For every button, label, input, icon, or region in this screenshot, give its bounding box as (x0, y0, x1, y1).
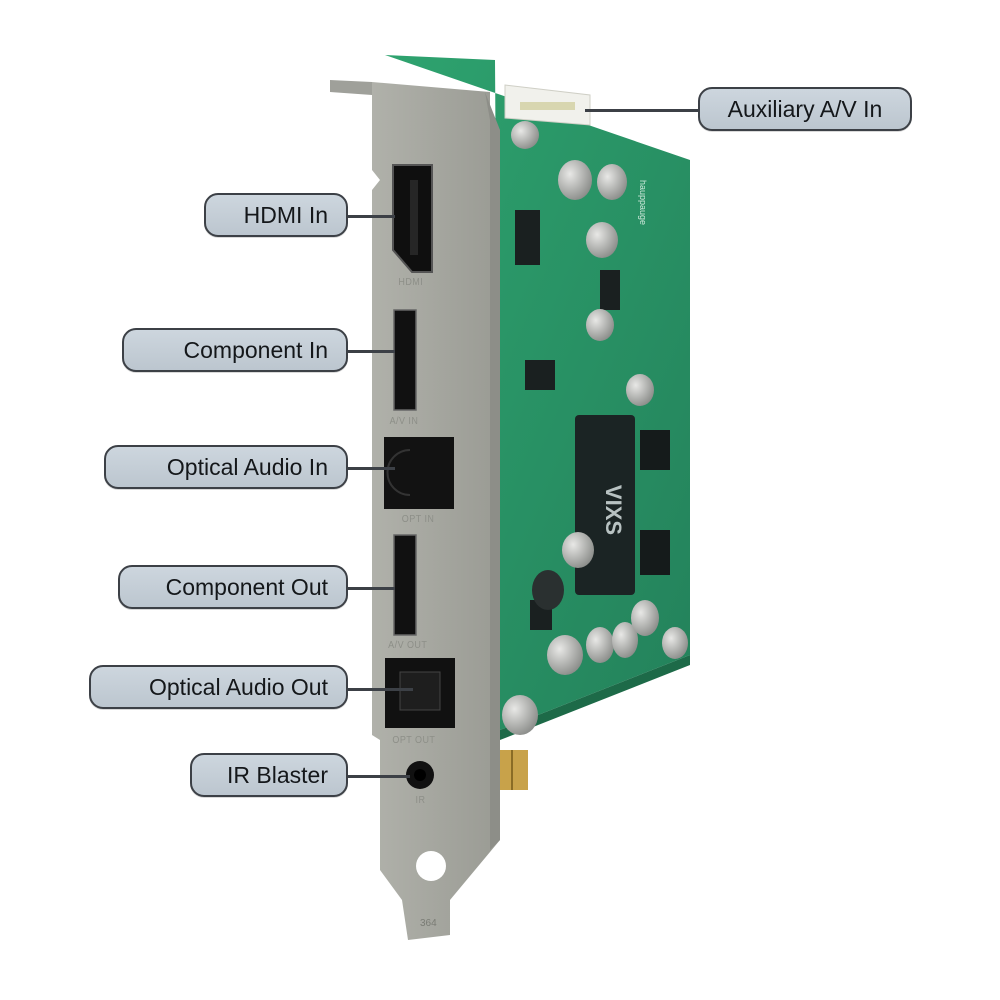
svg-text:hauppauge: hauppauge (638, 180, 648, 225)
pcb-board: VIXS (385, 55, 690, 790)
leader-hdmi-in (345, 215, 395, 218)
io-bracket (330, 80, 500, 940)
callout-ir-blaster: IR Blaster (190, 753, 348, 797)
leader-component-out (345, 587, 395, 590)
callout-component-in: Component In (122, 328, 348, 372)
callout-component-out: Component Out (118, 565, 348, 609)
bracket-number: 364 (420, 918, 437, 929)
port-marking-av-in: A/V IN (389, 416, 419, 427)
callout-optical-audio-out: Optical Audio Out (89, 665, 348, 709)
callout-hdmi-in: HDMI In (204, 193, 348, 237)
callout-auxiliary-av-in: Auxiliary A/V In (698, 87, 912, 131)
port-marking-av-out: A/V OUT (388, 640, 428, 651)
leader-ir-blaster (345, 775, 410, 778)
port-marking-opt-out: OPT OUT (392, 735, 436, 746)
leader-optical-audio-in (345, 467, 395, 470)
port-marking-ir: IR (415, 795, 426, 806)
svg-text:VIXS: VIXS (601, 485, 626, 535)
leader-aux-av-in (585, 109, 700, 112)
callout-optical-audio-in: Optical Audio In (104, 445, 348, 489)
port-marking-opt-in: OPT IN (401, 514, 435, 525)
port-marking-hdmi: HDMI (398, 277, 424, 288)
leader-component-in (345, 350, 395, 353)
leader-optical-audio-out (345, 688, 413, 691)
